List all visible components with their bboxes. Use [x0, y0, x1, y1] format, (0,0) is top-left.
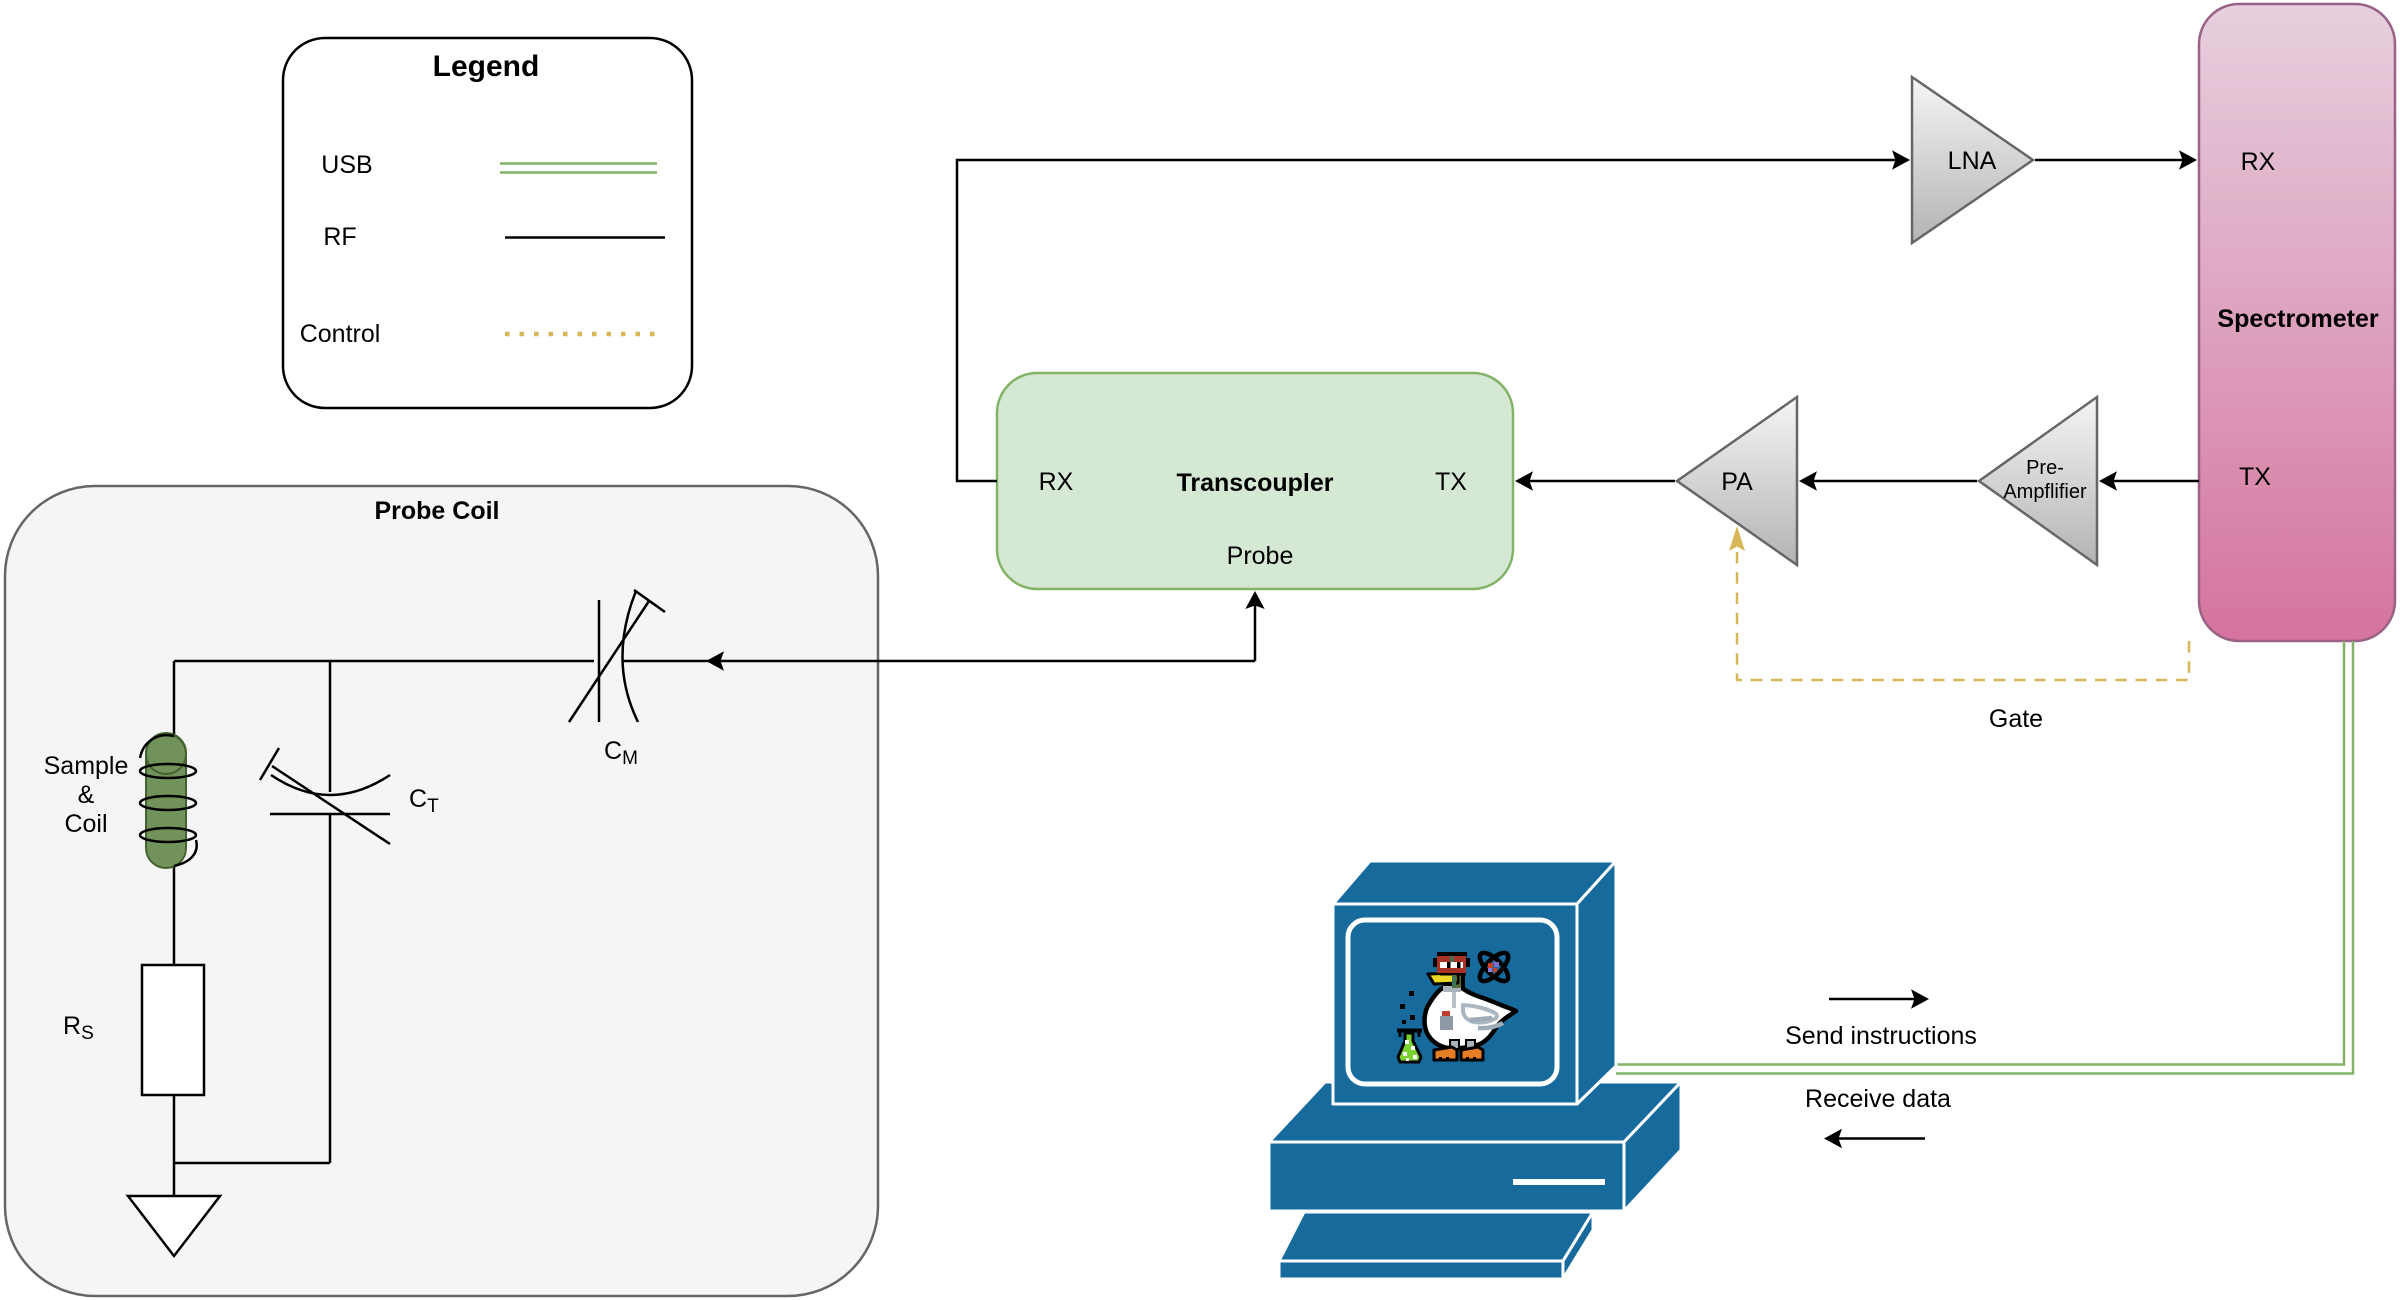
svg-text:&: & — [78, 781, 95, 809]
svg-text:TX: TX — [2239, 463, 2271, 491]
svg-text:USB: USB — [321, 151, 372, 179]
svg-text:Spectrometer: Spectrometer — [2217, 305, 2378, 333]
svg-text:LNA: LNA — [1948, 147, 1997, 175]
svg-text:Probe Coil: Probe Coil — [374, 497, 499, 525]
svg-text:Sample: Sample — [44, 752, 129, 780]
svg-text:Ampflifier: Ampflifier — [2003, 481, 2087, 503]
svg-text:Pre-: Pre- — [2026, 457, 2064, 479]
svg-text:Receive data: Receive data — [1805, 1085, 1951, 1113]
svg-text:RF: RF — [323, 223, 356, 251]
svg-text:TX: TX — [1435, 468, 1467, 496]
svg-text:PA: PA — [1721, 468, 1753, 496]
svg-text:RX: RX — [2241, 148, 2276, 176]
svg-text:Coil: Coil — [64, 810, 107, 838]
svg-text:Transcoupler: Transcoupler — [1177, 469, 1334, 497]
svg-text:Probe: Probe — [1227, 542, 1294, 570]
svg-text:Legend: Legend — [433, 50, 540, 83]
svg-text:RX: RX — [1039, 468, 1074, 496]
svg-text:Gate: Gate — [1989, 705, 2043, 733]
svg-text:Control: Control — [300, 320, 381, 348]
svg-text:Send instructions: Send instructions — [1785, 1022, 1977, 1050]
